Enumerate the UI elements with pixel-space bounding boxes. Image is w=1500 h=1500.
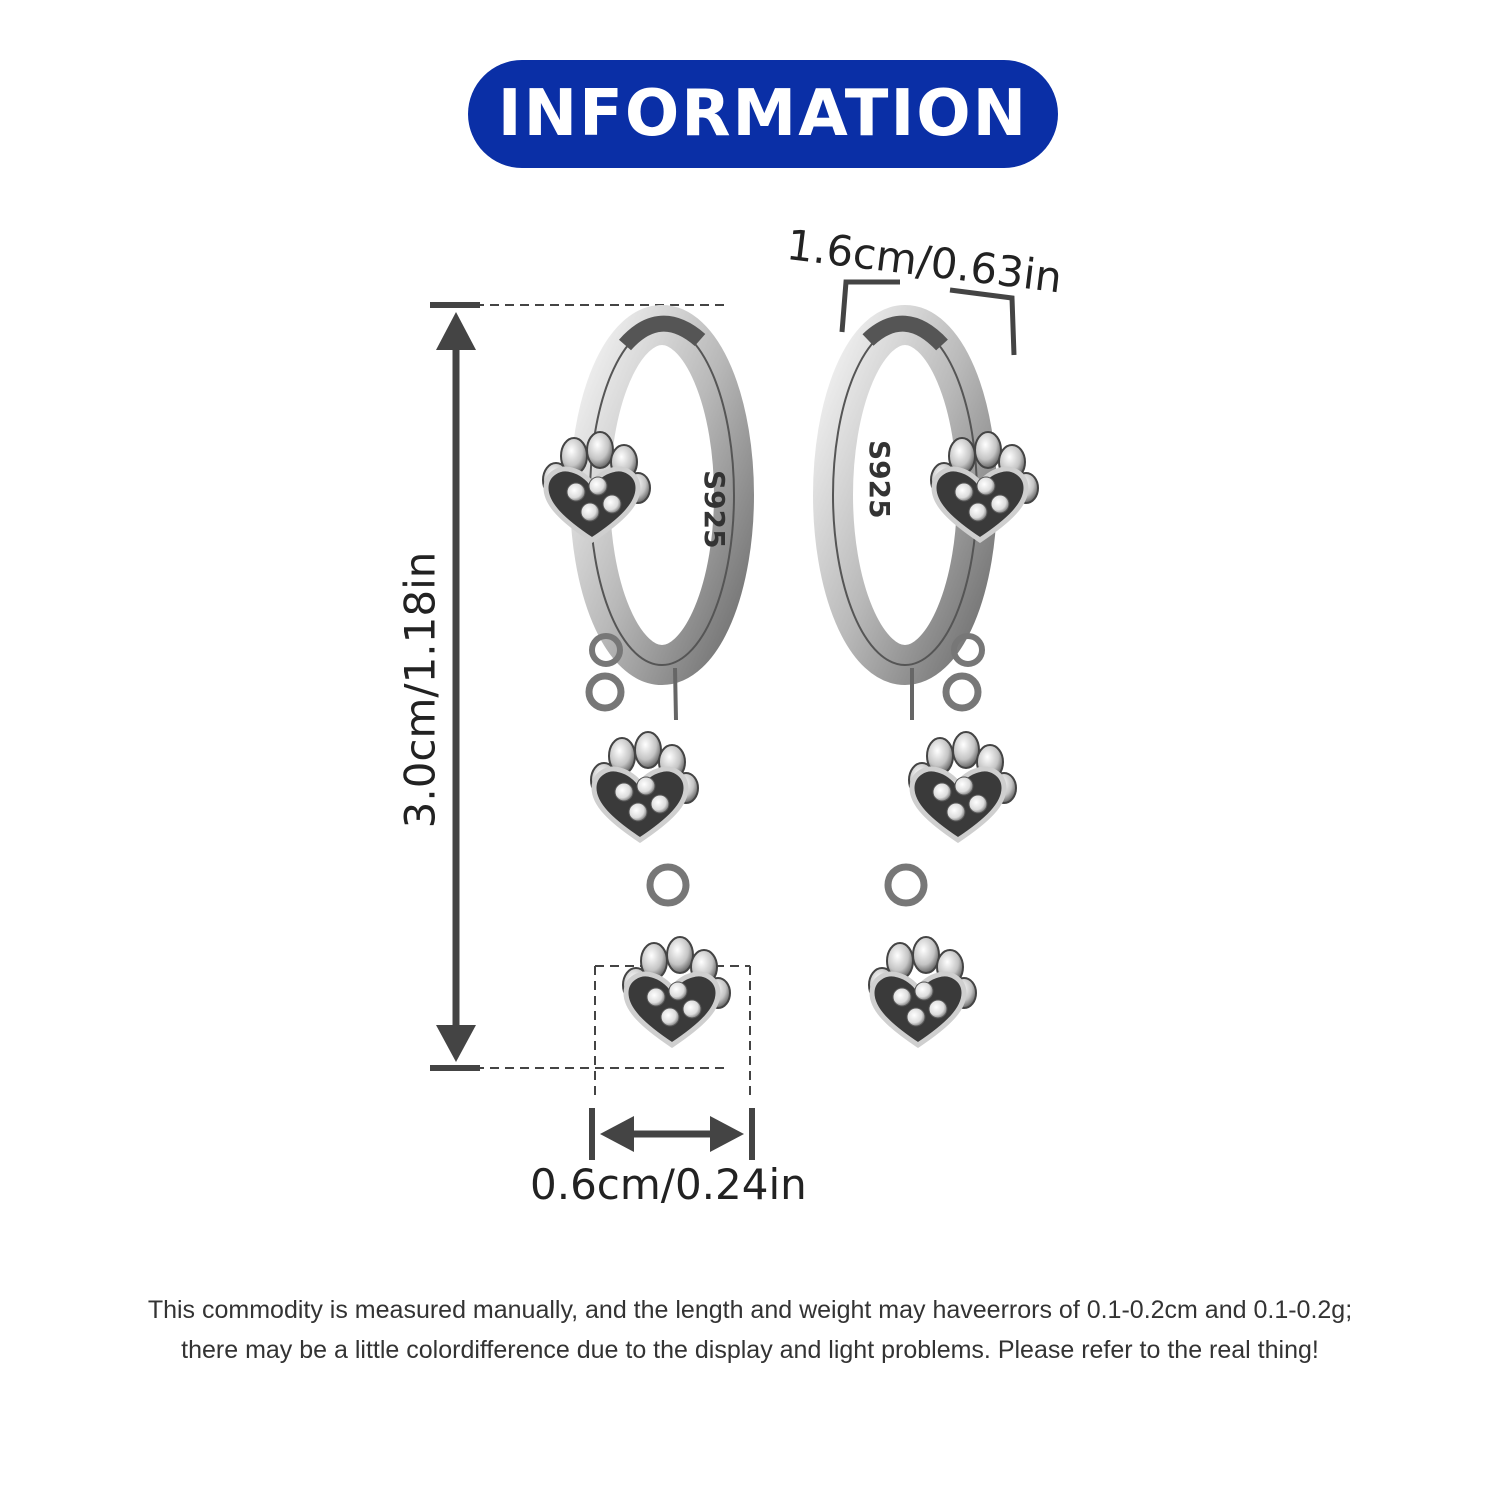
length-arrow-icon: [436, 312, 476, 1062]
engraving-text-left: S925: [698, 470, 731, 549]
earring-right-image: S925: [813, 305, 1038, 1045]
engraving-text-right: S925: [863, 440, 896, 519]
information-title: INFORMATION: [497, 77, 1029, 151]
charm-width-label: 0.6cm/0.24in: [530, 1160, 807, 1209]
width-arrow-icon: [589, 1108, 755, 1160]
disclaimer-line-1: This commodity is measured manually, and…: [147, 1296, 1353, 1324]
information-banner: INFORMATION: [468, 60, 1058, 168]
hoop-width-bracket: [839, 279, 1017, 356]
earring-left-image: S925: [543, 305, 754, 1045]
disclaimer-line-2: there may be a little colordifference du…: [181, 1336, 1319, 1364]
